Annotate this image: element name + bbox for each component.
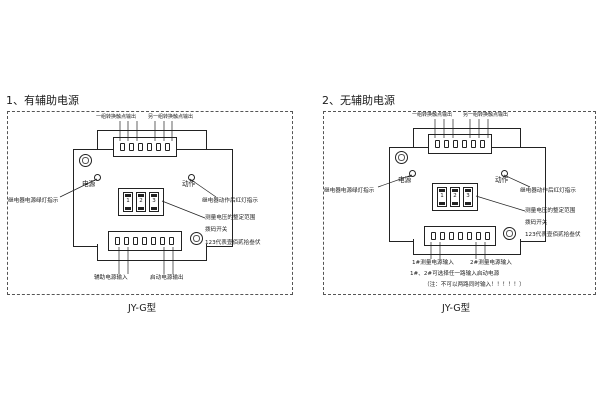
panel2-bottom-note-2: （注：不可以两路同时输入！！！！！） xyxy=(424,282,525,288)
mounting-screw-icon xyxy=(503,227,516,240)
leader-line xyxy=(503,174,531,188)
panel2-right-note-2: 测量电压的整定范围 xyxy=(525,208,576,214)
terminal-pin xyxy=(120,143,125,151)
panel2-right-note-1: 继电器动作后红灯指示 xyxy=(520,188,576,194)
panel1-dip-switch: 1 2 3 xyxy=(118,188,164,216)
terminal-pin xyxy=(138,143,143,151)
terminal-pin xyxy=(476,232,481,240)
terminal-pin xyxy=(160,237,165,245)
terminal-pin xyxy=(440,232,445,240)
panel1-frame xyxy=(7,111,293,295)
terminal-pin xyxy=(480,140,485,148)
leader-line xyxy=(377,174,413,188)
leader-line xyxy=(59,178,98,198)
dip-switch-digit: 2 xyxy=(136,192,146,212)
panel2-top-label-left: 一组转换触点输出 xyxy=(412,112,453,118)
terminal-pin xyxy=(165,143,170,151)
terminal-pin xyxy=(115,237,120,245)
leader-line xyxy=(161,200,206,219)
panel1-right-note-1: 继电器动作后红灯指示 xyxy=(202,198,258,204)
panel1-left-note: 继电器电源绿灯指示 xyxy=(8,198,59,204)
panel1-bottom-label-right: 启动电源输出 xyxy=(150,275,184,281)
panel2-bottom-terminal-block xyxy=(424,226,496,246)
leader-line xyxy=(475,195,526,212)
terminal-pin xyxy=(151,237,156,245)
panel1-bottom-label-left: 辅助电源输入 xyxy=(94,275,128,281)
terminal-pin xyxy=(431,232,436,240)
panel2-bottom-label-left: 1#测量电源输入 xyxy=(412,260,454,266)
terminal-pin xyxy=(169,237,174,245)
dip-switch-digit: 2 xyxy=(450,187,460,207)
panel1-action-led-label: 动作 xyxy=(182,180,196,188)
panel1-right-note-3: 拨码开关 xyxy=(205,227,228,233)
action-led-icon xyxy=(501,170,508,177)
terminal-pin xyxy=(444,140,449,148)
panel1-heading: 1、有辅助电源 xyxy=(6,94,79,107)
dip-switch-digit: 1 xyxy=(437,187,447,207)
panel2-top-terminal-block xyxy=(428,134,492,154)
panel1-power-led-label: 电源 xyxy=(82,180,96,188)
terminal-pin xyxy=(435,140,440,148)
dip-switch-digit: 3 xyxy=(463,187,473,207)
terminal-pin xyxy=(471,140,476,148)
dip-switch-digit: 3 xyxy=(149,192,159,212)
panel2-bottom-note-1: 1#、2#可选择任一路输入启动电源 xyxy=(410,271,500,277)
panel1-bottom-terminal-block xyxy=(108,231,182,251)
dip-switch-digit: 1 xyxy=(123,192,133,212)
terminal-pin xyxy=(462,140,467,148)
action-led-icon xyxy=(188,174,195,181)
panel1-model-caption: JY-G型 xyxy=(128,303,157,314)
mounting-screw-icon xyxy=(395,151,408,164)
panel2-frame xyxy=(323,111,596,295)
panel1-top-label-right: 另一组转换触点输出 xyxy=(148,114,194,120)
panel1-right-note-2: 测量电压的整定范围 xyxy=(205,215,256,221)
power-led-icon xyxy=(94,174,101,181)
panel2-dip-switch: 1 2 3 xyxy=(432,183,478,211)
panel1-top-terminal-block xyxy=(113,137,177,157)
terminal-pin xyxy=(485,232,490,240)
terminal-pin xyxy=(453,140,458,148)
panel2-action-led-label: 动作 xyxy=(495,176,509,184)
panel1-top-label-left: 一组转换触点输出 xyxy=(96,114,137,120)
terminal-pin xyxy=(129,143,134,151)
panel2-model-caption: JY-G型 xyxy=(442,303,471,314)
panel2-right-note-3: 拨码开关 xyxy=(525,220,548,226)
terminal-pin xyxy=(449,232,454,240)
terminal-pin xyxy=(142,237,147,245)
panel2-power-led-label: 电源 xyxy=(398,176,412,184)
panel2-bottom-label-right: 2#测量电源输入 xyxy=(470,260,512,266)
terminal-pin xyxy=(156,143,161,151)
mounting-screw-icon xyxy=(79,154,92,167)
panel2-left-note: 继电器电源绿灯指示 xyxy=(324,188,375,194)
terminal-pin xyxy=(124,237,129,245)
terminal-pin xyxy=(147,143,152,151)
terminal-pin xyxy=(467,232,472,240)
leader-line xyxy=(189,178,217,198)
mounting-screw-icon xyxy=(190,232,203,245)
terminal-pin xyxy=(133,237,138,245)
panel2-right-note-4: 123代表壹佰贰拾叁伏 xyxy=(525,232,581,238)
panel2-top-label-right: 另一组转换触点输出 xyxy=(463,112,509,118)
panel1-right-note-4: 123代表壹佰贰拾叁伏 xyxy=(205,240,261,246)
power-led-icon xyxy=(409,170,416,177)
terminal-pin xyxy=(458,232,463,240)
panel2-heading: 2、无辅助电源 xyxy=(322,94,395,107)
